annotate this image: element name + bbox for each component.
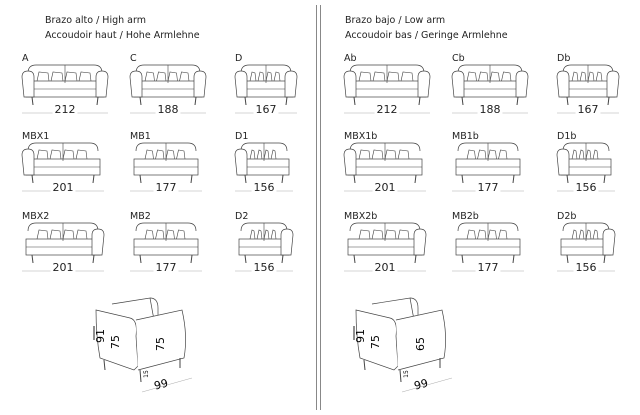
module-width: 177: [153, 181, 179, 194]
module-width: 201: [50, 261, 76, 274]
module-width: 156: [573, 261, 599, 274]
module-label: A: [22, 53, 29, 64]
module-label: D1: [235, 131, 249, 142]
total-height-dim: 91: [354, 329, 367, 343]
panel-divider: [320, 5, 321, 410]
module-width: 167: [253, 103, 279, 116]
module-label: D: [235, 53, 243, 64]
sofa-drawing: [130, 222, 202, 272]
module-label: Ab: [344, 53, 357, 64]
module-label: MB1b: [452, 131, 479, 142]
left-panel-header: Brazo alto / High arm Accoudoir haut / H…: [45, 13, 200, 43]
sofa-drawing: [451, 64, 529, 114]
right-title-1: Brazo bajo / Low arm: [345, 15, 446, 26]
module-label: MBX1: [22, 131, 50, 142]
module-width: 212: [374, 103, 400, 116]
module-label: MB2: [130, 211, 151, 222]
module-width: 156: [573, 181, 599, 194]
module-width: 156: [251, 261, 277, 274]
sofa-drawing: [556, 64, 620, 114]
depth-dim: 99: [413, 377, 430, 393]
module-label: D1b: [557, 131, 577, 142]
left-title-1: Brazo alto / High arm: [45, 15, 146, 26]
sofa-drawing: [235, 222, 294, 272]
left-title-2: Accoudoir haut / Hohe Armlehne: [45, 30, 200, 41]
sofa-drawing: [557, 222, 616, 272]
sofa-drawing: [234, 142, 293, 192]
module-label: D2: [235, 211, 249, 222]
right-side-view: 91 75 65 15 99: [352, 296, 462, 395]
module-width: 201: [372, 261, 398, 274]
sofa-drawing: [343, 142, 426, 192]
arm-height-dim: 65: [414, 337, 427, 351]
module-label: MBX2: [22, 211, 50, 222]
sofa-drawing: [452, 142, 524, 192]
sofa-drawing: [22, 222, 105, 272]
sofa-drawing: [129, 64, 207, 114]
module-width: 212: [52, 103, 78, 116]
right-panel-header: Brazo bajo / Low arm Accoudoir bas / Ger…: [345, 13, 508, 43]
module-width: 177: [153, 261, 179, 274]
module-label: Db: [557, 53, 571, 64]
sofa-drawing: [343, 64, 431, 114]
module-label: MBX1b: [344, 131, 378, 142]
back-height-dim: 75: [109, 335, 122, 349]
module-width: 156: [251, 181, 277, 194]
armchair-side-drawing: 91 75 75 15 99: [93, 297, 193, 393]
left-side-view: 91 75 75 15 99: [92, 296, 202, 395]
back-height-dim: 75: [369, 335, 382, 349]
sofa-drawing: [234, 64, 298, 114]
module-label: MB1: [130, 131, 151, 142]
total-height-dim: 91: [94, 329, 107, 343]
sofa-drawing: [21, 142, 104, 192]
module-label: MBX2b: [344, 211, 378, 222]
depth-dim: 99: [153, 377, 170, 393]
module-label: D2b: [557, 211, 577, 222]
sofa-drawing: [21, 64, 109, 114]
module-width: 188: [155, 103, 181, 116]
module-label: Cb: [452, 53, 465, 64]
module-width: 188: [477, 103, 503, 116]
arm-height-dim: 75: [154, 337, 167, 351]
module-width: 167: [575, 103, 601, 116]
module-width: 201: [50, 181, 76, 194]
module-label: C: [130, 53, 137, 64]
panel-divider: [316, 5, 317, 410]
right-title-2: Accoudoir bas / Geringe Armlehne: [345, 30, 508, 41]
module-width: 201: [372, 181, 398, 194]
module-label: MB2b: [452, 211, 479, 222]
module-width: 177: [475, 261, 501, 274]
armchair-side-drawing: 91 75 65 15 99: [353, 297, 453, 393]
module-width: 177: [475, 181, 501, 194]
sofa-drawing: [344, 222, 427, 272]
leg-height-dim: 15: [143, 370, 150, 378]
leg-height-dim: 15: [403, 370, 410, 378]
